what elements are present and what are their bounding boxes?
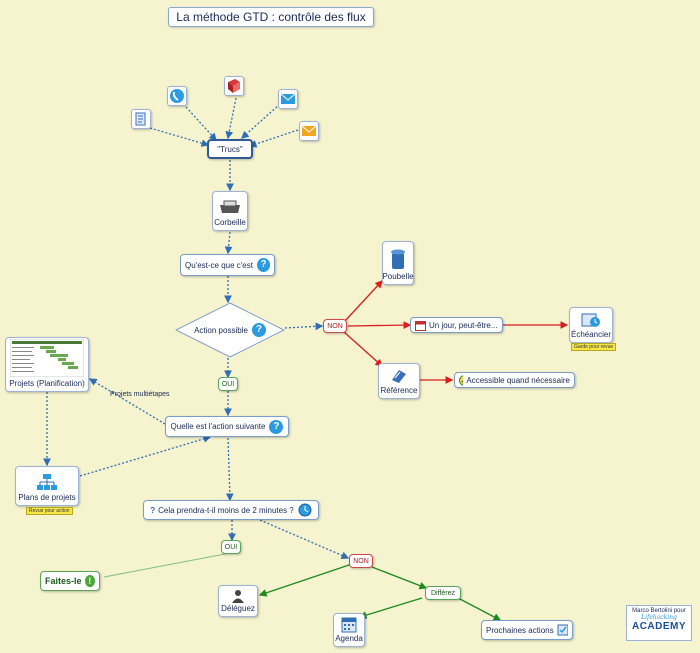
non-node-2: NON — [349, 554, 373, 568]
org-chart-icon — [37, 474, 57, 490]
notepad-icon — [131, 109, 151, 129]
diagram-title: La méthode GTD : contrôle des flux — [168, 7, 374, 27]
book-icon — [224, 76, 244, 96]
clock-icon — [298, 503, 312, 517]
projets-multietapes-label: Projets multiétapes — [110, 391, 170, 398]
action-possible-diamond — [175, 302, 285, 358]
deleguez-node: Déléguez — [218, 585, 258, 617]
prochaines-label: Prochaines actions — [486, 625, 554, 635]
envelope-icon — [299, 121, 319, 141]
action-possible-label-wrap: Action possible ? — [190, 321, 270, 339]
accessible-node: Accessible quand nécessaire — [454, 372, 575, 388]
echeancier-label: Échéancier — [570, 330, 612, 339]
reference-node: Référence — [378, 363, 420, 399]
accessible-label: Accessible quand nécessaire — [466, 375, 570, 385]
agenda-node: Agenda — [333, 613, 365, 647]
poubelle-node: Poubelle — [382, 241, 414, 285]
faites-le-label: Faites-le — [45, 576, 82, 586]
person-icon — [232, 590, 244, 603]
faites-le-node: Faites-le ! — [40, 571, 100, 591]
phone-icon — [167, 86, 187, 106]
non-node-1: NON — [323, 319, 347, 333]
differez-node: Différez — [425, 586, 461, 600]
academy-logo: ACADEMY — [631, 621, 687, 632]
calendar-icon — [415, 320, 426, 331]
quelle-action-label: Quelle est l'action suivante — [170, 422, 266, 431]
corbeille-label: Corbeille — [214, 218, 246, 227]
deux-minutes-node: ? Cela prendra-t-il moins de 2 minutes ? — [143, 500, 319, 520]
projets-label: Projets (Planification) — [9, 379, 85, 388]
corbeille-node: Corbeille — [212, 191, 248, 231]
poubelle-label: Poubelle — [382, 272, 414, 281]
check-icon — [459, 374, 464, 386]
oui-node-2: OUI — [221, 540, 241, 554]
oui-to-faites-line — [103, 553, 226, 578]
inbox-tray-icon — [220, 200, 240, 213]
agenda-label: Agenda — [335, 634, 363, 643]
questce-node: Qu'est-ce que c'est ? — [180, 254, 275, 276]
echeancier-note: Garde pour revue — [571, 343, 617, 351]
quelle-action-node: Quelle est l'action suivante ? — [165, 416, 289, 437]
trucs-node: "Trucs" — [207, 139, 253, 159]
un-jour-label: Un jour, peut-être... — [429, 320, 498, 330]
plans-projets-label: Plans de projets — [18, 493, 76, 502]
question-icon: ? — [256, 258, 270, 272]
checklist-icon — [557, 624, 568, 636]
email-icon — [278, 89, 298, 109]
deux-minutes-label: Cela prendra-t-il moins de 2 minutes ? — [158, 505, 294, 515]
academy-script: Lifehacking — [641, 614, 677, 621]
exclamation-icon: ! — [84, 575, 95, 587]
plans-projets-node: Plans de projets — [15, 466, 79, 506]
credit-block: Marco Bertolini pour Lifehacking ACADEMY — [626, 605, 692, 641]
un-jour-node: Un jour, peut-être... — [410, 317, 503, 333]
clock-icon — [581, 313, 600, 327]
oui-node-1: OUI — [218, 377, 238, 391]
projets-node: Projets (Planification) — [5, 337, 89, 392]
gantt-chart-icon — [10, 339, 84, 377]
reference-label: Référence — [380, 386, 418, 395]
action-possible-label: Action possible — [194, 325, 248, 335]
question-icon: ? — [251, 323, 266, 337]
credit-label: Marco Bertolini pour — [632, 608, 686, 614]
plans-projets-note: Revue pour action — [26, 507, 73, 515]
agenda-icon — [341, 617, 357, 633]
question-icon: ? — [269, 419, 284, 434]
folder-icon — [392, 370, 406, 383]
questce-label: Qu'est-ce que c'est — [185, 260, 253, 270]
trash-can-icon — [391, 249, 405, 269]
question-mark-icon: ? — [150, 505, 156, 515]
echeancier-node: Échéancier — [569, 307, 613, 343]
deleguez-label: Déléguez — [221, 604, 255, 613]
prochaines-node: Prochaines actions — [481, 620, 573, 640]
